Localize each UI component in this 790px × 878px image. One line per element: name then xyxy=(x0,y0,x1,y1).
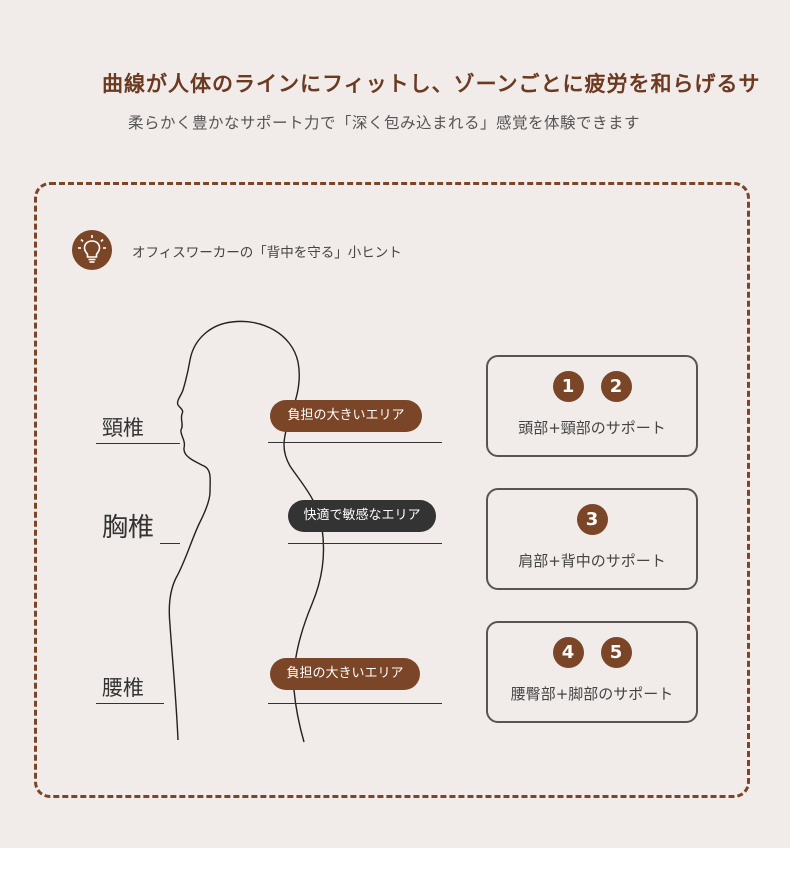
zone-card-waist-legs: 4 5 腰臀部+脚部のサポート xyxy=(486,621,698,723)
zone-number-badge: 2 xyxy=(600,371,632,402)
hint-panel xyxy=(34,182,750,798)
thoracic-label-underline xyxy=(160,543,180,544)
zone-number-badge: 4 xyxy=(552,637,584,668)
front-profile-line xyxy=(168,321,233,741)
lumbar-pointer-line xyxy=(268,703,442,704)
cervical-pointer-line xyxy=(268,442,442,443)
thoracic-pointer-line xyxy=(288,543,442,544)
cervical-label-underline xyxy=(96,443,180,444)
bottom-band xyxy=(0,848,790,878)
zone-card-shoulder-back: 3 肩部+背中のサポート xyxy=(486,488,698,590)
zone-number-badge: 5 xyxy=(600,637,632,668)
zone-number-badge: 3 xyxy=(576,504,608,535)
hint-text: オフィスワーカーの「背中を守る」小ヒント xyxy=(132,245,402,261)
subline: 柔らかく豊かなサポート力で「深く包み込まれる」感覚を体験できます xyxy=(128,114,641,132)
thoracic-area-badge: 快適で敏感なエリア xyxy=(288,500,436,532)
lumbar-area-badge: 負担の大きいエリア xyxy=(270,658,420,690)
lightbulb-icon xyxy=(72,230,112,270)
zone-description: 肩部+背中のサポート xyxy=(518,552,666,570)
cervical-area-badge: 負担の大きいエリア xyxy=(270,400,422,432)
cervical-spine-label: 頸椎 xyxy=(102,416,144,440)
zone-number-badge: 1 xyxy=(552,371,584,402)
zone-card-head-neck: 1 2 頭部+頸部のサポート xyxy=(486,355,698,457)
zone-description: 腰臀部+脚部のサポート xyxy=(510,685,674,703)
lumbar-label-underline xyxy=(96,703,164,704)
lumbar-spine-label: 腰椎 xyxy=(102,676,144,700)
zone-description: 頭部+頸部のサポート xyxy=(518,419,666,437)
thoracic-spine-label: 胸椎 xyxy=(102,513,155,543)
headline: 曲線が人体のラインにフィットし、ゾーンごとに疲労を和らげるサ xyxy=(102,72,761,96)
